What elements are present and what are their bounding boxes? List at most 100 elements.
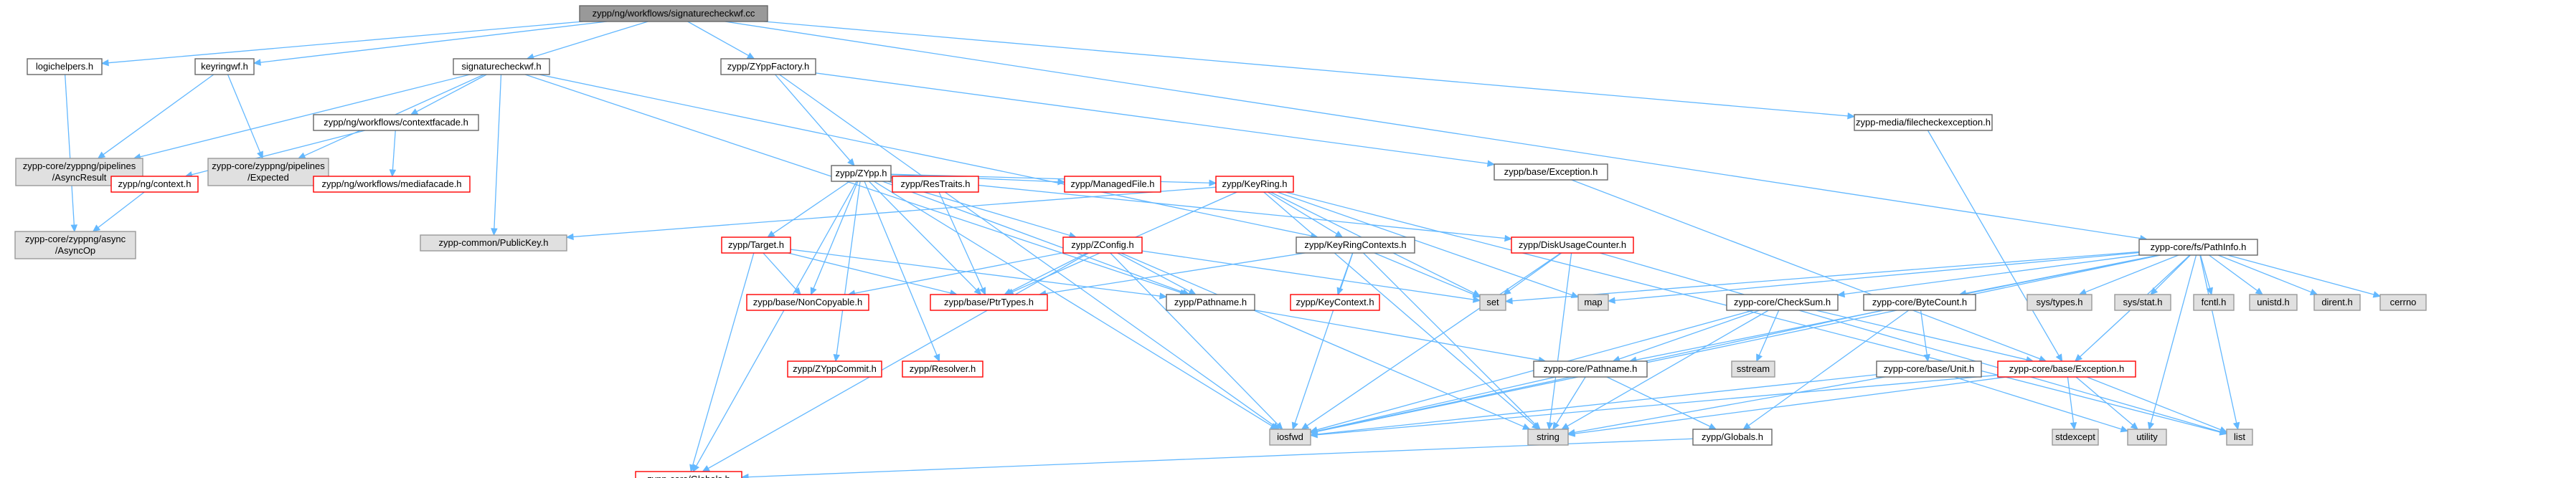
- node-sigcheckwf[interactable]: signaturecheckwf.h: [453, 58, 550, 75]
- node-systypes[interactable]: sys/types.h: [2027, 294, 2093, 311]
- node-keyringctx[interactable]: zypp/KeyRingContexts.h: [1296, 236, 1415, 254]
- node-box: [1166, 294, 1255, 311]
- edge-zconfig-to-iosfwd: [1110, 252, 1283, 430]
- node-checksum[interactable]: zypp-core/CheckSum.h: [1726, 294, 1839, 311]
- node-unistd[interactable]: unistd.h: [2249, 294, 2298, 311]
- edge-line: [103, 74, 214, 156]
- node-expected[interactable]: zypp-core/zyppng/pipelines/Expected: [207, 158, 329, 186]
- node-keyringwf[interactable]: keyringwf.h: [194, 58, 255, 75]
- node-mediafacade[interactable]: zypp/ng/workflows/mediafacade.h: [313, 176, 471, 193]
- node-zypph[interactable]: zypp/ZYpp.h: [831, 165, 892, 182]
- node-box: [2052, 429, 2099, 446]
- node-ngcontext[interactable]: zypp/ng/context.h: [110, 176, 199, 193]
- edge-diskusage-to-list: [1599, 252, 2228, 435]
- node-zyppfactory[interactable]: zypp/ZYppFactory.h: [720, 58, 816, 75]
- edge-keyringctx-to-string: [1363, 252, 1541, 430]
- edge-restraits-to-ptrtypes: [938, 191, 986, 296]
- node-utility[interactable]: utility: [2127, 429, 2167, 446]
- edge-zypph-to-ptrtypes: [868, 181, 982, 295]
- node-box: [207, 158, 329, 186]
- edge-arrowhead: [1923, 353, 1930, 363]
- node-set[interactable]: set: [1479, 294, 1506, 311]
- edge-line: [1511, 251, 2140, 302]
- edge-baseexception-to-coreexception: [1571, 179, 2047, 363]
- node-box: [720, 58, 816, 75]
- node-restraits[interactable]: zypp/ResTraits.h: [892, 176, 979, 193]
- node-label: zypp-core/Pathname.h: [1544, 363, 1638, 374]
- node-contextfacade[interactable]: zypp/ng/workflows/contextfacade.h: [313, 114, 479, 131]
- node-diskusage[interactable]: zypp/DiskUsageCounter.h: [1511, 236, 1634, 254]
- edge-filecheckexc-to-coreexception: [1927, 130, 2063, 363]
- edge-arrowhead: [2219, 426, 2228, 433]
- node-box: [721, 236, 791, 254]
- node-dirent[interactable]: dirent.h: [2313, 294, 2361, 311]
- node-baseexception[interactable]: zypp/base/Exception.h: [1494, 163, 1608, 181]
- edge-arrowhead: [1532, 421, 1541, 430]
- edge-line: [1618, 310, 1760, 360]
- node-box: [14, 231, 136, 259]
- node-zyppglobals[interactable]: zypp/Globals.h: [1692, 429, 1773, 446]
- node-coreglobals[interactable]: zypp-core/Globals.h: [635, 471, 742, 478]
- node-sstream[interactable]: sstream: [1731, 360, 1775, 378]
- edge-line: [874, 181, 1273, 426]
- edge-zconfig-to-noncopyable: [847, 252, 1064, 297]
- node-root[interactable]: zypp/ng/workflows/signaturecheckwf.cc: [579, 5, 768, 22]
- node-filecheckexc[interactable]: zypp-media/filecheckexception.h: [1854, 114, 1993, 131]
- node-baseunit[interactable]: zypp-core/base/Unit.h: [1876, 360, 1982, 378]
- edge-line: [1556, 376, 1586, 424]
- node-stdexcept[interactable]: stdexcept: [2052, 429, 2099, 446]
- node-fcntl[interactable]: fcntl.h: [2193, 294, 2235, 311]
- node-pathname[interactable]: zypp/Pathname.h: [1166, 294, 1255, 311]
- node-box: [313, 176, 471, 193]
- edge-arrowhead: [1188, 288, 1197, 295]
- edge-diskusage-to-string: [1546, 252, 1572, 431]
- edge-logichelpers-to-asyncop: [65, 74, 78, 233]
- edge-target-to-pathname: [790, 249, 1168, 300]
- node-keyring[interactable]: zypp/KeyRing.h: [1215, 176, 1294, 193]
- node-publickey[interactable]: zypp-common/PublicKey.h: [420, 234, 567, 252]
- node-list[interactable]: list: [2226, 429, 2253, 446]
- node-zconfig[interactable]: zypp/ZConfig.h: [1062, 236, 1143, 254]
- node-keycontext[interactable]: zypp/KeyContext.h: [1290, 294, 1380, 311]
- node-label: cerrno: [2390, 297, 2417, 307]
- edge-arrowhead: [1472, 291, 1481, 298]
- edge-arrowhead: [389, 169, 397, 178]
- edge-zypph-to-keyring: [890, 173, 1217, 187]
- node-iosfwd[interactable]: iosfwd: [1269, 429, 1311, 446]
- node-label: zypp-media/filecheckexception.h: [1856, 117, 1991, 128]
- edge-arrowhead: [297, 152, 306, 159]
- node-cerrno[interactable]: cerrno: [2379, 294, 2427, 311]
- node-coreexception[interactable]: zypp-core/base/Exception.h: [1997, 360, 2136, 378]
- edge-line: [1927, 130, 2060, 356]
- edge-coreexception-to-stdexcept: [2067, 376, 2077, 431]
- node-box: [2027, 294, 2093, 311]
- node-bytecount[interactable]: zypp-core/ByteCount.h: [1863, 294, 1976, 311]
- node-string[interactable]: string: [1527, 429, 1569, 446]
- edge-line: [1254, 310, 1539, 361]
- edge-zconfig-to-string: [1120, 252, 1531, 430]
- node-resolver[interactable]: zypp/Resolver.h: [902, 360, 983, 378]
- edge-arrowhead: [2232, 421, 2240, 431]
- node-managedfile[interactable]: zypp/ManagedFile.h: [1064, 176, 1161, 193]
- edge-arrowhead: [833, 353, 840, 363]
- node-box: [1692, 429, 1773, 446]
- node-box: [635, 471, 742, 478]
- edge-pathinfo-to-fcntl: [2199, 254, 2213, 296]
- node-noncopyable[interactable]: zypp/base/NonCopyable.h: [746, 294, 869, 311]
- node-zyppcommit[interactable]: zypp/ZYppCommit.h: [787, 360, 882, 378]
- edge-line: [1363, 252, 1537, 426]
- node-target[interactable]: zypp/Target.h: [721, 236, 791, 254]
- node-ptrtypes[interactable]: zypp/base/PtrTypes.h: [930, 294, 1048, 311]
- node-asyncop[interactable]: zypp-core/zyppng/async/AsyncOp: [14, 231, 136, 259]
- edge-arrowhead: [740, 473, 749, 478]
- node-logichelpers[interactable]: logichelpers.h: [27, 58, 103, 75]
- node-pathinfo[interactable]: zypp-core/fs/PathInfo.h: [2138, 239, 2258, 256]
- edge-arrowhead: [2078, 289, 2087, 295]
- edge-pathinfo-to-map: [1607, 252, 2140, 304]
- edge-arrowhead: [689, 464, 697, 473]
- node-sysstat[interactable]: sys/stat.h: [2114, 294, 2171, 311]
- edge-line: [764, 21, 1849, 117]
- node-map[interactable]: map: [1577, 294, 1609, 311]
- node-corepathname[interactable]: zypp-core/Pathname.h: [1533, 360, 1648, 378]
- node-box: [1854, 114, 1993, 131]
